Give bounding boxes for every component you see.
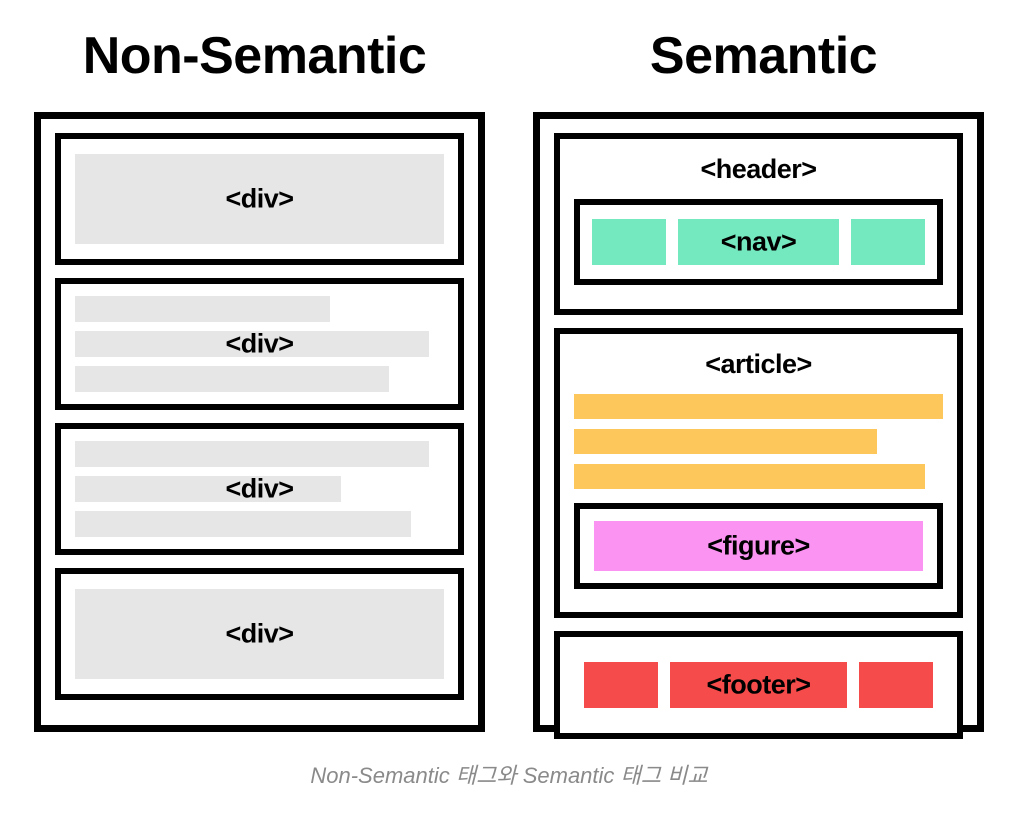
semantic-panel: <header> <nav> <article> <figure>: [533, 112, 984, 739]
figure-caption: Non-Semantic 태그와 Semantic 태그 비교: [310, 763, 708, 788]
placeholder-bar: [75, 476, 341, 502]
article-block: <article> <figure>: [554, 328, 963, 618]
figure-block: <figure>: [574, 503, 943, 590]
placeholder-bar: [75, 154, 444, 244]
header-block: <header> <nav>: [554, 133, 963, 315]
heading-semantic: Semantic: [649, 27, 878, 85]
footer-block: <footer>: [554, 631, 963, 739]
nav-chip: [851, 219, 925, 266]
article-text-bar: [574, 394, 943, 420]
nav-block: <nav>: [574, 199, 943, 286]
div-block-3: <div>: [55, 423, 464, 555]
footer-chip: [670, 662, 847, 708]
article-text-bar: [574, 429, 877, 455]
placeholder-bar: [75, 589, 444, 679]
footer-chip: [859, 662, 933, 708]
heading-non-semantic: Non-Semantic: [82, 27, 427, 85]
header-tag-label: <header>: [700, 154, 817, 184]
headings-row: Non-Semantic Semantic: [0, 0, 1018, 112]
comparison-columns: <div> <div> <div> <div> <header>: [0, 112, 1018, 739]
article-tag-label: <article>: [705, 349, 812, 379]
placeholder-bar: [75, 296, 330, 322]
placeholder-bar: [75, 366, 389, 392]
div-block-4: <div>: [55, 568, 464, 700]
placeholder-bar: [75, 331, 430, 357]
footer-chip-strip: <footer>: [574, 649, 943, 721]
nav-chip: [678, 219, 839, 266]
placeholder-bar: [75, 511, 411, 537]
non-semantic-panel: <div> <div> <div> <div>: [34, 112, 485, 732]
figure-fill: [594, 521, 923, 572]
nav-chip: [592, 219, 666, 266]
div-block-1: <div>: [55, 133, 464, 265]
article-text-bar: [574, 464, 925, 490]
footer-chip: [584, 662, 658, 708]
div-block-2: <div>: [55, 278, 464, 410]
placeholder-bar: [75, 441, 430, 467]
